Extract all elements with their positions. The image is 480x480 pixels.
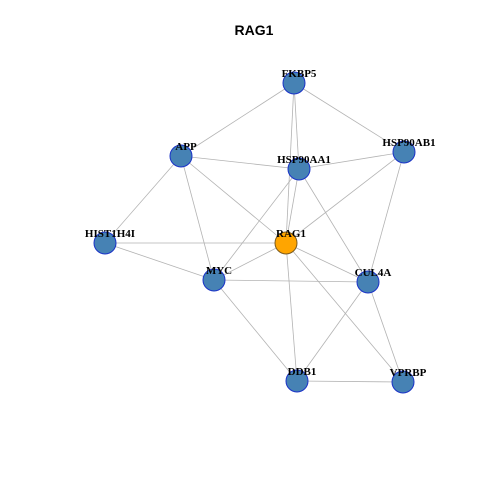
node-label-hist1h4i: HIST1H4I <box>85 228 135 240</box>
node-label-ddb1: DDB1 <box>288 366 317 378</box>
edge-rag1-myc <box>213 242 287 281</box>
graph-title: RAG1 <box>235 22 274 38</box>
edge-myc-ddb1 <box>213 279 298 382</box>
edge-cul4a-ddb1 <box>296 281 369 382</box>
node-hist1h4i[interactable] <box>93 231 117 255</box>
node-label-myc: MYC <box>206 265 232 277</box>
node-ddb1[interactable] <box>285 369 309 393</box>
edge-hsp90aa1-rag1 <box>285 168 300 244</box>
node-myc[interactable] <box>202 268 226 292</box>
node-label-rag1: RAG1 <box>276 228 306 240</box>
node-label-vprbp: VPRBP <box>390 367 427 379</box>
edge-hsp90aa1-cul4a <box>298 168 369 283</box>
edge-cul4a-vprbp <box>367 281 404 383</box>
edge-app-hsp90aa1 <box>180 155 300 170</box>
edge-myc-cul4a <box>213 279 369 283</box>
edge-rag1-cul4a <box>285 242 369 283</box>
node-app[interactable] <box>169 144 193 168</box>
edge-hsp90aa1-myc <box>213 168 300 281</box>
edge-fkbp5-hsp90ab1 <box>293 82 405 153</box>
edge-app-rag1 <box>180 155 287 244</box>
node-fkbp5[interactable] <box>282 71 306 95</box>
edge-hsp90ab1-cul4a <box>367 151 405 283</box>
node-rag1[interactable] <box>274 231 298 255</box>
edge-app-myc <box>180 155 215 281</box>
node-vprbp[interactable] <box>391 370 415 394</box>
node-label-hsp90aa1: HSP90AA1 <box>277 154 331 166</box>
edge-app-hist1h4i <box>104 155 182 244</box>
edge-hsp90aa1-hsp90ab1 <box>298 151 405 170</box>
edge-rag1-ddb1 <box>285 242 298 382</box>
edge-fkbp5-app <box>180 82 295 157</box>
node-label-cul4a: CUL4A <box>355 267 392 279</box>
edge-hist1h4i-myc <box>104 242 215 281</box>
edge-hsp90ab1-rag1 <box>285 151 405 244</box>
node-hsp90aa1[interactable] <box>287 157 311 181</box>
node-cul4a[interactable] <box>356 270 380 294</box>
nodes-layer <box>93 71 416 394</box>
edge-fkbp5-hsp90aa1 <box>293 82 300 170</box>
node-hsp90ab1[interactable] <box>392 140 416 164</box>
node-label-app: APP <box>175 141 197 153</box>
edge-ddb1-vprbp <box>296 380 404 383</box>
edges-layer <box>104 82 405 383</box>
node-label-hsp90ab1: HSP90AB1 <box>382 137 435 149</box>
edge-rag1-vprbp <box>285 242 404 383</box>
node-label-fkbp5: FKBP5 <box>282 68 317 80</box>
